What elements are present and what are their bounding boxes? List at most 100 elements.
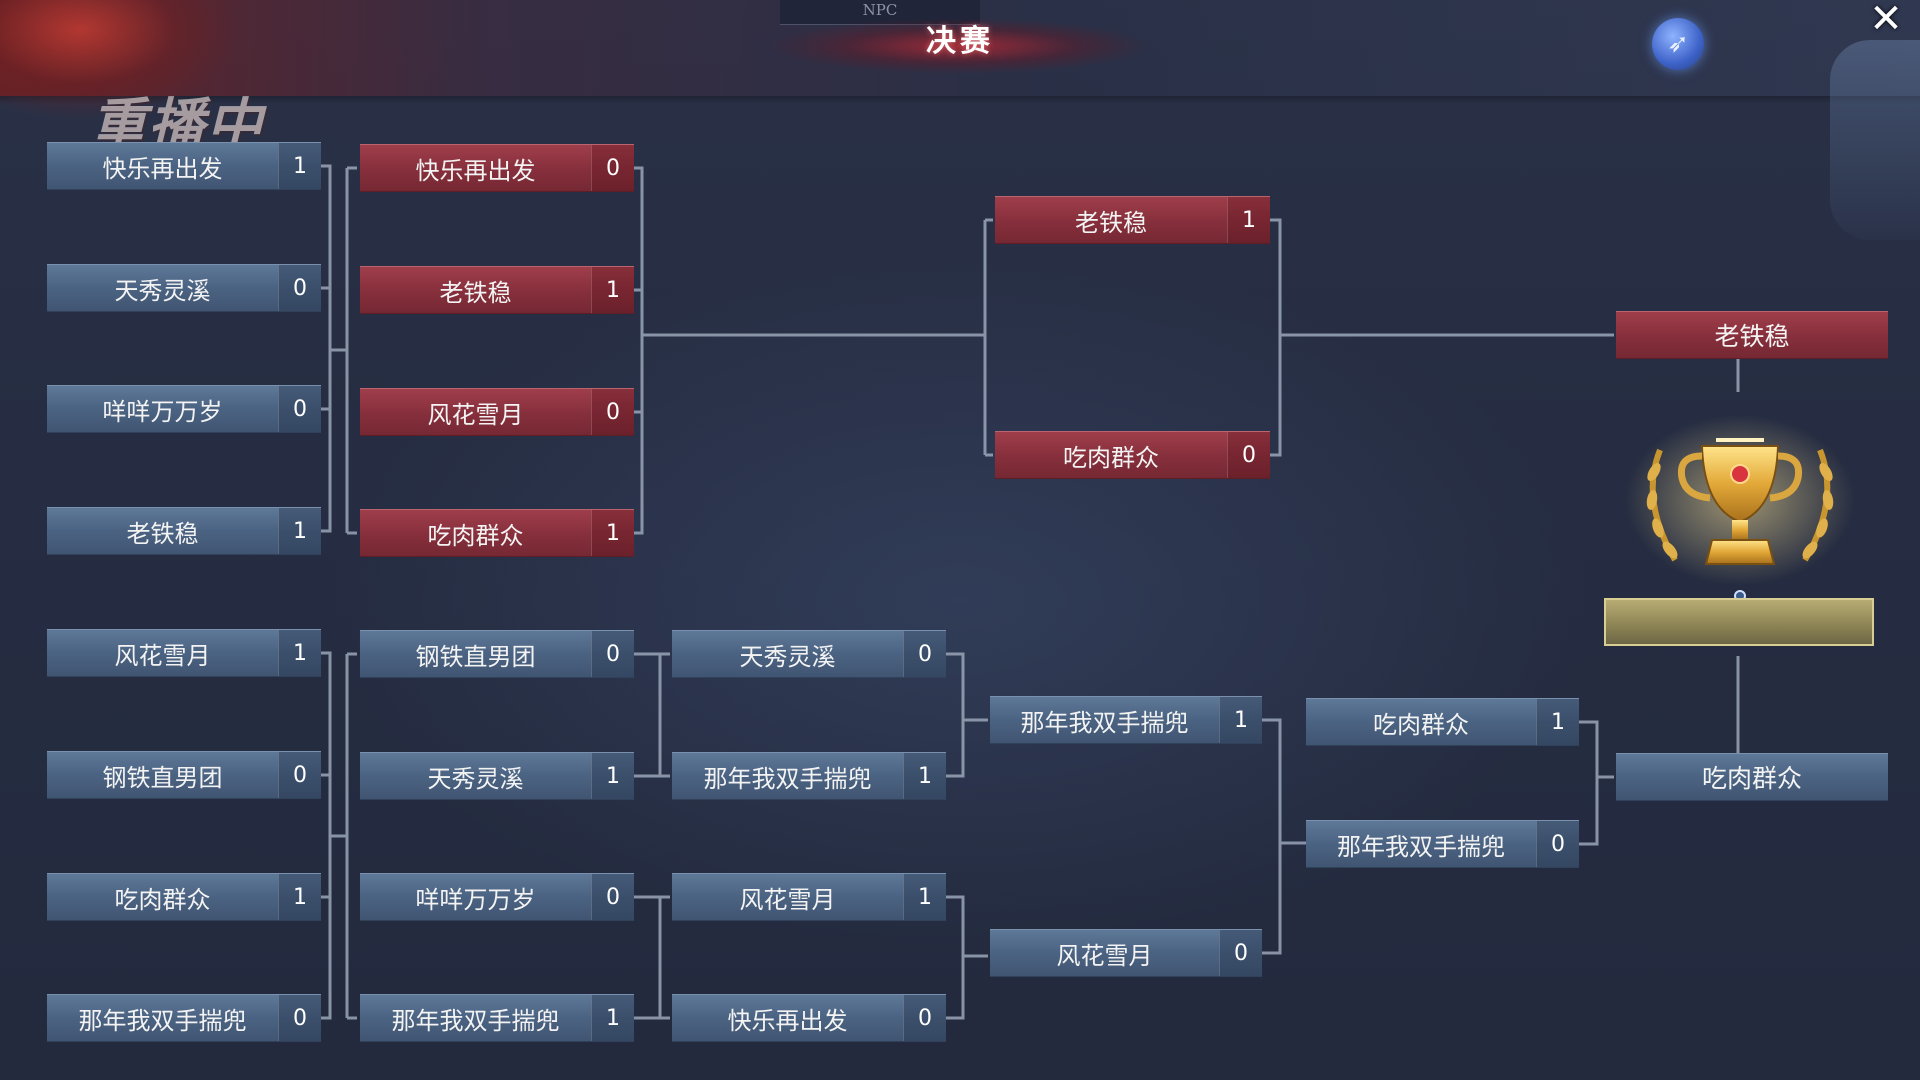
- losers-round3-match1-team2[interactable]: 那年我双手揣兜 1: [672, 752, 946, 800]
- losers-round2-match1-team2[interactable]: 天秀灵溪 1: [360, 752, 634, 800]
- title-glow: [770, 18, 1150, 74]
- team-name: 天秀灵溪: [427, 764, 524, 793]
- losers-final-team2[interactable]: 那年我双手揣兜 0: [1306, 820, 1579, 868]
- team-score: 1: [278, 508, 321, 554]
- team-name: 那年我双手揣兜: [703, 764, 872, 793]
- rocket-icon: ➶: [1667, 29, 1689, 59]
- banner-decoration: [1830, 40, 1920, 240]
- team-score: 0: [591, 631, 634, 677]
- team-name: 天秀灵溪: [739, 642, 836, 671]
- losers-round3-match2-team2[interactable]: 快乐再出发 0: [672, 994, 946, 1042]
- connector-r1-c: [321, 651, 332, 836]
- team-name: 快乐再出发: [415, 156, 536, 185]
- connector-r1-a: [321, 164, 332, 350]
- connector-wr2: [634, 166, 993, 535]
- team-score: 0: [278, 386, 321, 432]
- losers-round2-match2-team1[interactable]: 咩咩万万岁 0: [360, 873, 634, 921]
- losers-round4-team2[interactable]: 风花雪月 0: [990, 929, 1262, 977]
- team-name: 风花雪月: [427, 400, 524, 429]
- corner-art: [0, 0, 240, 120]
- close-button[interactable]: ✕: [1866, 0, 1906, 40]
- header-shadow: [0, 96, 1920, 104]
- team-name: 老铁稳: [126, 519, 199, 548]
- winners-round2-match1-team1[interactable]: 快乐再出发 0: [360, 144, 634, 192]
- team-score: 1: [903, 874, 946, 920]
- winners-final-team1[interactable]: 老铁稳 1: [995, 196, 1270, 244]
- team-name: 风花雪月: [114, 641, 211, 670]
- grand-final-team1[interactable]: 老铁稳: [1616, 311, 1888, 359]
- team-name: 吃肉群众: [1701, 764, 1802, 793]
- losers-round2-match2-team2[interactable]: 那年我双手揣兜 1: [360, 994, 634, 1042]
- team-name: 那年我双手揣兜: [78, 1006, 247, 1035]
- team-name: 风花雪月: [1056, 941, 1153, 970]
- champion-plaque: [1604, 598, 1874, 646]
- team-name: 咩咩万万岁: [102, 397, 223, 426]
- close-icon: ✕: [1869, 0, 1903, 42]
- team-name: 那年我双手揣兜: [1020, 708, 1189, 737]
- team-name: 快乐再出发: [727, 1006, 848, 1035]
- round1-match3-team2[interactable]: 钢铁直男团 0: [47, 751, 321, 799]
- winners-round2-match2-team1[interactable]: 风花雪月 0: [360, 388, 634, 436]
- team-name: 老铁稳: [439, 278, 512, 307]
- losers-round3-match2-team1[interactable]: 风花雪月 1: [672, 873, 946, 921]
- round1-match2-team2[interactable]: 老铁稳 1: [47, 507, 321, 555]
- connector-lr3-b: [946, 895, 988, 1020]
- team-name: 吃肉群众: [1063, 443, 1159, 472]
- team-score: 1: [591, 510, 634, 556]
- losers-final-team1[interactable]: 吃肉群众 1: [1306, 698, 1579, 746]
- losers-round4-team1[interactable]: 那年我双手揣兜 1: [990, 696, 1262, 744]
- team-name: 那年我双手揣兜: [1337, 832, 1505, 861]
- connector-r1-b: [321, 350, 332, 533]
- team-score: 1: [278, 143, 321, 189]
- team-score: 1: [1536, 699, 1579, 745]
- team-name: 钢铁直男团: [102, 763, 223, 792]
- connector-r1-w: [330, 166, 357, 535]
- winners-round2-match1-team2[interactable]: 老铁稳 1: [360, 266, 634, 314]
- round1-match2-team1[interactable]: 咩咩万万岁 0: [47, 385, 321, 433]
- team-score: 0: [591, 389, 634, 435]
- round1-match4-team1[interactable]: 吃肉群众 1: [47, 873, 321, 921]
- team-name: 吃肉群众: [114, 885, 211, 914]
- team-name: 咩咩万万岁: [415, 885, 536, 914]
- team-score: 1: [278, 630, 321, 676]
- team-score: 0: [1536, 821, 1579, 867]
- team-score: 0: [903, 631, 946, 677]
- grand-final-team2[interactable]: 吃肉群众: [1616, 753, 1888, 801]
- losers-round2-match1-team1[interactable]: 钢铁直男团 0: [360, 630, 634, 678]
- connector-lr2-a: [634, 652, 670, 778]
- rocket-button[interactable]: ➶: [1652, 18, 1704, 70]
- winners-round2-match2-team2[interactable]: 吃肉群众 1: [360, 509, 634, 557]
- team-name: 老铁稳: [1075, 208, 1147, 237]
- team-score: 0: [278, 265, 321, 311]
- team-score: 1: [591, 753, 634, 799]
- team-score: 1: [278, 874, 321, 920]
- round1-match4-team2[interactable]: 那年我双手揣兜 0: [47, 994, 321, 1042]
- connector-lr3-a: [946, 652, 988, 778]
- team-score: 0: [1227, 432, 1270, 478]
- team-score: 0: [903, 995, 946, 1041]
- trophy-icon: [1625, 415, 1855, 585]
- connector-r1-d: [321, 836, 332, 1020]
- team-name: 吃肉群众: [1373, 710, 1469, 739]
- team-name: 钢铁直男团: [415, 642, 536, 671]
- team-name: 天秀灵溪: [114, 276, 211, 305]
- winners-final-team2[interactable]: 吃肉群众 0: [995, 431, 1270, 479]
- round1-match3-team1[interactable]: 风花雪月 1: [47, 629, 321, 677]
- team-score: 0: [591, 874, 634, 920]
- team-score: 0: [278, 995, 321, 1041]
- round1-match1-team1[interactable]: 快乐再出发 1: [47, 142, 321, 190]
- losers-round3-match1-team1[interactable]: 天秀灵溪 0: [672, 630, 946, 678]
- team-score: 0: [278, 752, 321, 798]
- connector-lr4: [1262, 718, 1306, 955]
- round1-match1-team2[interactable]: 天秀灵溪 0: [47, 264, 321, 312]
- connector-lf: [1579, 720, 1614, 846]
- team-name: 快乐再出发: [102, 154, 223, 183]
- team-name: 吃肉群众: [427, 521, 524, 550]
- connector-wf: [1270, 218, 1614, 457]
- connector-r1-l: [330, 652, 357, 1020]
- team-score: 1: [1227, 197, 1270, 243]
- team-score: 0: [1219, 930, 1262, 976]
- team-score: 1: [903, 753, 946, 799]
- team-name: 老铁稳: [1714, 322, 1790, 351]
